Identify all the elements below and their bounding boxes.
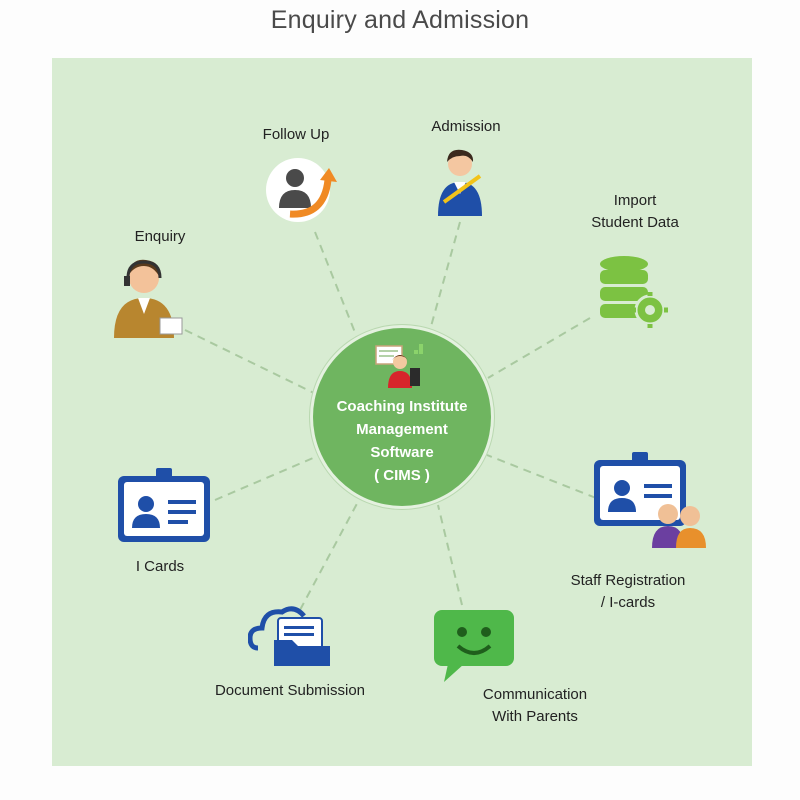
center-line-1: Coaching Institute: [336, 398, 468, 415]
database-gear-icon: [600, 256, 668, 328]
import-data-label: Import Student Data: [570, 190, 700, 234]
import-data-line-2: Student Data: [591, 214, 679, 231]
communication-label: Communication With Parents: [460, 684, 610, 728]
center-title: Coaching Institute Management Software (…: [318, 395, 486, 487]
document-cloud-icon: [248, 606, 330, 666]
staff-card-icon: [594, 452, 706, 548]
import-data-line-1: Import: [613, 192, 657, 209]
document-text: Document Submission: [214, 682, 366, 699]
chat-smiley-icon: [434, 610, 514, 682]
link-document: [299, 497, 361, 611]
communication-line-1: Communication: [482, 686, 588, 703]
center-line-2: Management: [356, 421, 448, 438]
link-communication: [437, 504, 463, 606]
id-card-icon: [118, 468, 210, 542]
document-label: Document Submission: [200, 680, 380, 702]
admission-student-icon: [438, 149, 482, 216]
staff-label: Staff Registration / I-cards: [548, 570, 708, 614]
admission-text: Admission: [431, 118, 501, 135]
teacher-icon: [375, 344, 423, 388]
link-follow-up: [314, 231, 359, 341]
icards-text: I Cards: [135, 558, 185, 575]
staff-line-1: Staff Registration: [570, 572, 686, 589]
diagram-title: Enquiry and Admission: [270, 6, 530, 34]
link-staff: [486, 454, 597, 499]
staff-line-2: / I-cards: [600, 594, 656, 611]
center-line-3: Software: [370, 444, 434, 461]
follow-up-text: Follow Up: [262, 126, 330, 143]
enquiry-support-icon: [114, 259, 183, 338]
follow-up-label: Follow Up: [246, 124, 346, 146]
link-enquiry: [184, 329, 319, 396]
enquiry-text: Enquiry: [134, 228, 186, 245]
center-line-4: ( CIMS ): [374, 467, 430, 484]
link-admission: [429, 221, 461, 331]
communication-line-2: With Parents: [492, 708, 578, 725]
enquiry-label: Enquiry: [110, 226, 210, 248]
link-icards: [214, 454, 321, 501]
link-import: [487, 317, 591, 379]
admission-label: Admission: [416, 116, 516, 138]
icards-label: I Cards: [110, 556, 210, 578]
follow-up-icon: [266, 158, 337, 222]
